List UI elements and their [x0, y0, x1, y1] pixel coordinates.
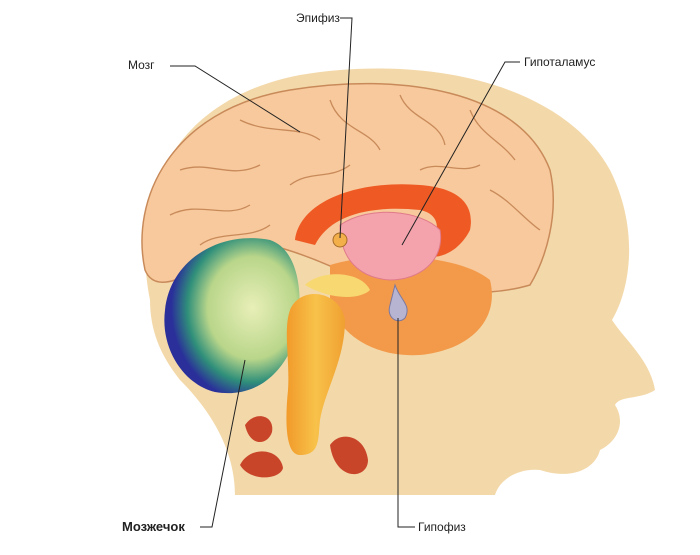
vertebra-1 — [245, 416, 273, 443]
vertebra-3 — [330, 436, 368, 475]
thalamus — [339, 211, 442, 281]
label-brain: Мозг — [128, 58, 155, 72]
midbrain-region — [330, 256, 492, 356]
brain-leader — [170, 65, 301, 133]
cerebellum — [164, 238, 300, 394]
leader-lines — [170, 17, 520, 528]
pons — [305, 274, 370, 297]
hypothalamus-leader — [401, 61, 520, 246]
label-cerebellum: Мозжечок — [122, 519, 185, 534]
cerebrum-folds — [169, 94, 541, 246]
label-epiphysis: Эпифиз — [296, 11, 340, 25]
corpus-callosum — [295, 184, 471, 258]
epiphysis-leader — [339, 17, 353, 239]
label-hypophysis: Гипофиз — [418, 520, 466, 534]
brainstem — [286, 293, 345, 455]
hypophysis-leader — [397, 318, 415, 528]
cerebellum-leader — [200, 359, 246, 528]
vertebra-2 — [240, 451, 283, 478]
label-hypothalamus: Гипоталамус — [524, 55, 596, 69]
hypophysis — [388, 283, 408, 322]
